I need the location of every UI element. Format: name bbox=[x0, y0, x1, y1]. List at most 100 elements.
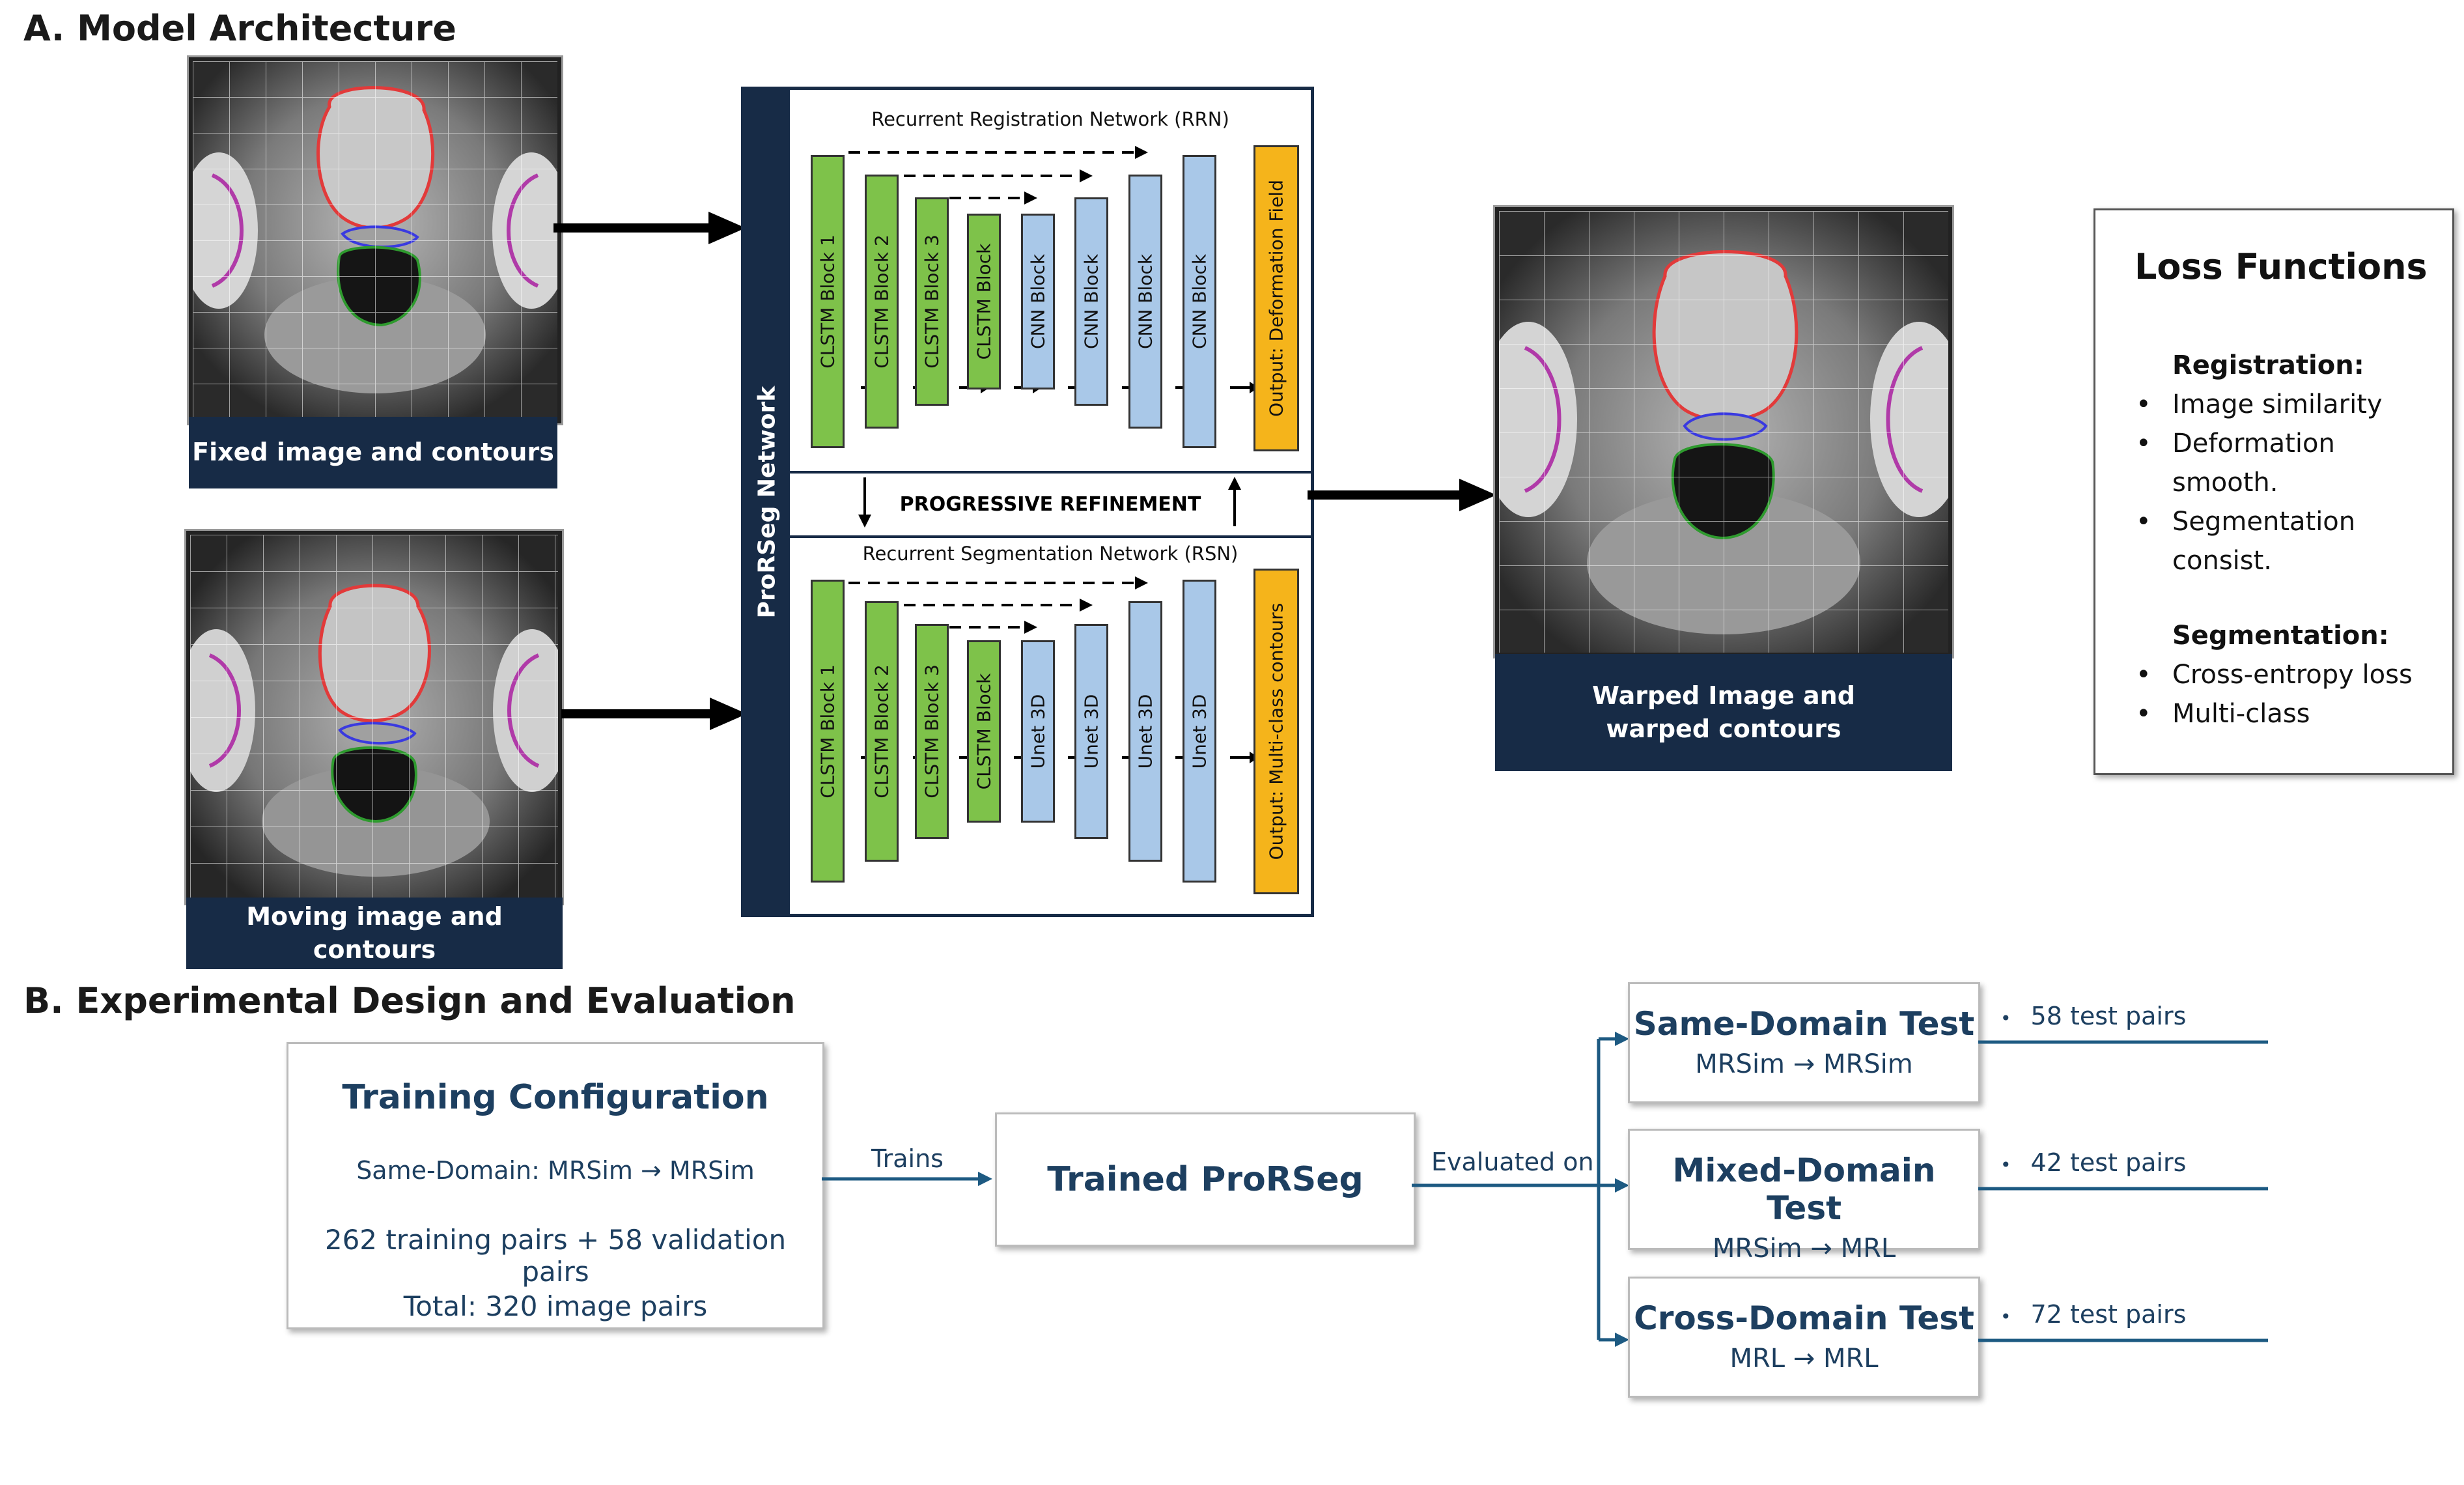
rrn-cnn-block-4: CNN Block bbox=[1183, 155, 1216, 448]
rrn-output-label: Output: Deformation Field bbox=[1265, 180, 1287, 417]
training-total: Total: 320 image pairs bbox=[403, 1290, 708, 1322]
rsn-block-label: Unet 3D bbox=[1134, 694, 1156, 769]
prorseg-network-box: ProRSeg Network Recurrent Registration N… bbox=[741, 87, 1314, 917]
rsn-clstm-block-2: CLSTM Block 2 bbox=[865, 601, 899, 862]
moving-to-network-arrow bbox=[561, 698, 747, 730]
registration-heading: Registration: bbox=[2172, 350, 2364, 380]
segmentation-item-multi-class: Multi-class bbox=[2136, 694, 2446, 733]
rsn-clstm-block-4: CLSTM Block bbox=[967, 640, 1001, 823]
rsn-unet-block-3: Unet 3D bbox=[1128, 601, 1162, 862]
rrn-cnn-block-2: CNN Block bbox=[1074, 197, 1108, 406]
rsn-block-label: Unet 3D bbox=[1188, 694, 1211, 769]
registration-item-segmentation-cont: consist. bbox=[2172, 546, 2273, 576]
rrn-cnn-block-3: CNN Block bbox=[1128, 175, 1162, 429]
rsn-output-block: Output: Multi-class contours bbox=[1253, 569, 1299, 894]
cross-domain-pairs-text: 72 test pairs bbox=[2030, 1300, 2187, 1329]
registration-item-image-similarity: Image similarity bbox=[2136, 385, 2446, 424]
warped-caption-line1: Warped Image and bbox=[1592, 681, 1855, 710]
rsn-clstm-block-3: CLSTM Block 3 bbox=[915, 624, 949, 839]
refinement-down-arrow bbox=[858, 477, 871, 528]
test-output-lines bbox=[1978, 1040, 2268, 1342]
rrn-block-label: CNN Block bbox=[1134, 253, 1156, 350]
rrn-clstm-block-4: CLSTM Block bbox=[967, 214, 1001, 389]
cross-domain-pairs: • 72 test pairs bbox=[2000, 1300, 2186, 1329]
mixed-domain-test-mapping: MRSim → MRL bbox=[1712, 1234, 1896, 1264]
network-side-label: ProRSeg Network bbox=[744, 90, 790, 914]
network-to-warped-arrow bbox=[1308, 479, 1496, 511]
registration-item-deformation: Deformation bbox=[2136, 424, 2446, 463]
progressive-refinement-bar: PROGRESSIVE REFINEMENT bbox=[790, 471, 1311, 538]
segmentation-item-cross-entropy: Cross-entropy loss bbox=[2136, 655, 2446, 694]
rrn-clstm-block-1: CLSTM Block 1 bbox=[811, 155, 845, 448]
trained-prorseg-box: Trained ProRSeg bbox=[995, 1112, 1416, 1247]
warped-caption-line2: warped contours bbox=[1606, 714, 1841, 743]
rrn-title: Recurrent Registration Network (RRN) bbox=[871, 108, 1229, 130]
network-side-label-text: ProRSeg Network bbox=[753, 386, 781, 618]
rrn-block-label: CLSTM Block 1 bbox=[817, 234, 839, 369]
rrn-block-label: CLSTM Block 2 bbox=[871, 234, 893, 369]
fixed-to-network-arrow bbox=[553, 212, 746, 244]
same-domain-test-mapping: MRSim → MRSim bbox=[1695, 1049, 1913, 1079]
moving-mri-graphic bbox=[190, 535, 558, 899]
rrn-block-label: CLSTM Block 3 bbox=[921, 234, 943, 369]
rsn-block-label: CLSTM Block 1 bbox=[817, 664, 839, 799]
rrn-cnn-block-1: CNN Block bbox=[1021, 214, 1055, 389]
rsn-title: Recurrent Segmentation Network (RSN) bbox=[862, 543, 1239, 565]
cross-domain-test-mapping: MRL → MRL bbox=[1729, 1344, 1879, 1374]
cross-domain-pairs-bullet: • bbox=[2000, 1306, 2011, 1327]
rrn-clstm-block-2: CLSTM Block 2 bbox=[865, 175, 899, 429]
same-domain-test-title: Same-Domain Test bbox=[1633, 1005, 1975, 1043]
mixed-domain-pairs: • 42 test pairs bbox=[2000, 1148, 2186, 1177]
rsn-block-label: CLSTM Block bbox=[973, 673, 995, 790]
loss-functions-title: Loss Functions bbox=[2135, 246, 2428, 287]
evaluation-connectors bbox=[1412, 1032, 1629, 1347]
rsn-block-label: Unet 3D bbox=[1027, 694, 1049, 769]
section-b-title: B. Experimental Design and Evaluation bbox=[23, 980, 796, 1021]
training-configuration-title: Training Configuration bbox=[342, 1078, 769, 1117]
fixed-mri-image bbox=[189, 57, 561, 423]
same-domain-pairs: •58 test pairs bbox=[2000, 1002, 2186, 1030]
registration-item-deformation-cont: smooth. bbox=[2172, 468, 2278, 498]
progressive-refinement-label: PROGRESSIVE REFINEMENT bbox=[899, 493, 1201, 516]
cross-domain-test-title: Cross-Domain Test bbox=[1634, 1299, 1974, 1337]
segmentation-heading: Segmentation: bbox=[2172, 621, 2389, 651]
warped-image-caption: Warped Image and warped contours bbox=[1495, 654, 1952, 771]
mixed-domain-test-box: Mixed-Domain Test MRSim → MRL bbox=[1628, 1129, 1980, 1264]
rsn-unet-block-1: Unet 3D bbox=[1021, 640, 1055, 823]
trained-prorseg-label: Trained ProRSeg bbox=[1047, 1160, 1364, 1199]
rsn-unet-block-4: Unet 3D bbox=[1183, 580, 1216, 883]
rrn-clstm-block-3: CLSTM Block 3 bbox=[915, 197, 949, 406]
fixed-mri-graphic bbox=[193, 61, 557, 419]
same-domain-pairs-bullet: • bbox=[2000, 1008, 2011, 1029]
registration-item-segmentation: Segmentation bbox=[2136, 502, 2446, 541]
trains-label: Trains bbox=[871, 1144, 944, 1173]
rsn-output-label: Output: Multi-class contours bbox=[1265, 602, 1287, 860]
cross-domain-test-box: Cross-Domain Test MRL → MRL bbox=[1628, 1277, 1980, 1398]
rrn-block-label: CNN Block bbox=[1027, 253, 1049, 350]
same-domain-test-box: Same-Domain Test MRSim → MRSim bbox=[1628, 982, 1980, 1103]
rsn-block-label: Unet 3D bbox=[1080, 694, 1102, 769]
rsn-unet-block-2: Unet 3D bbox=[1074, 624, 1108, 839]
rrn-block-label: CNN Block bbox=[1188, 253, 1211, 350]
segmentation-list: Cross-entropy loss Multi-class bbox=[2136, 655, 2446, 733]
refinement-up-arrow bbox=[1228, 477, 1241, 526]
rsn-block-label: CLSTM Block 3 bbox=[921, 664, 943, 799]
rsn-clstm-block-1: CLSTM Block 1 bbox=[811, 580, 845, 883]
mixed-domain-pairs-text: 42 test pairs bbox=[2030, 1148, 2187, 1177]
evaluated-on-label: Evaluated on bbox=[1431, 1148, 1594, 1176]
rrn-output-block: Output: Deformation Field bbox=[1253, 145, 1299, 451]
warped-mri-image bbox=[1495, 207, 1952, 657]
training-pairs: 262 training pairs + 58 validation pairs bbox=[324, 1224, 787, 1288]
rrn-block-label: CNN Block bbox=[1080, 253, 1102, 350]
moving-image-caption: Moving image and contours bbox=[186, 898, 563, 969]
registration-list: Image similarity Deformation smooth. Seg… bbox=[2136, 385, 2446, 580]
mixed-domain-pairs-bullet: • bbox=[2000, 1154, 2011, 1176]
fixed-image-caption: Fixed image and contours bbox=[189, 417, 557, 488]
training-configuration-box: Training Configuration Same-Domain: MRSi… bbox=[287, 1042, 824, 1329]
trains-arrow bbox=[822, 1172, 992, 1186]
mixed-domain-test-title: Mixed-Domain Test bbox=[1672, 1152, 1936, 1227]
section-a-title: A. Model Architecture bbox=[23, 8, 456, 49]
loss-functions-box: Loss Functions Registration: Image simil… bbox=[2093, 208, 2454, 775]
training-domain: Same-Domain: MRSim → MRSim bbox=[356, 1156, 755, 1185]
rrn-block-label: CLSTM Block bbox=[973, 243, 995, 360]
